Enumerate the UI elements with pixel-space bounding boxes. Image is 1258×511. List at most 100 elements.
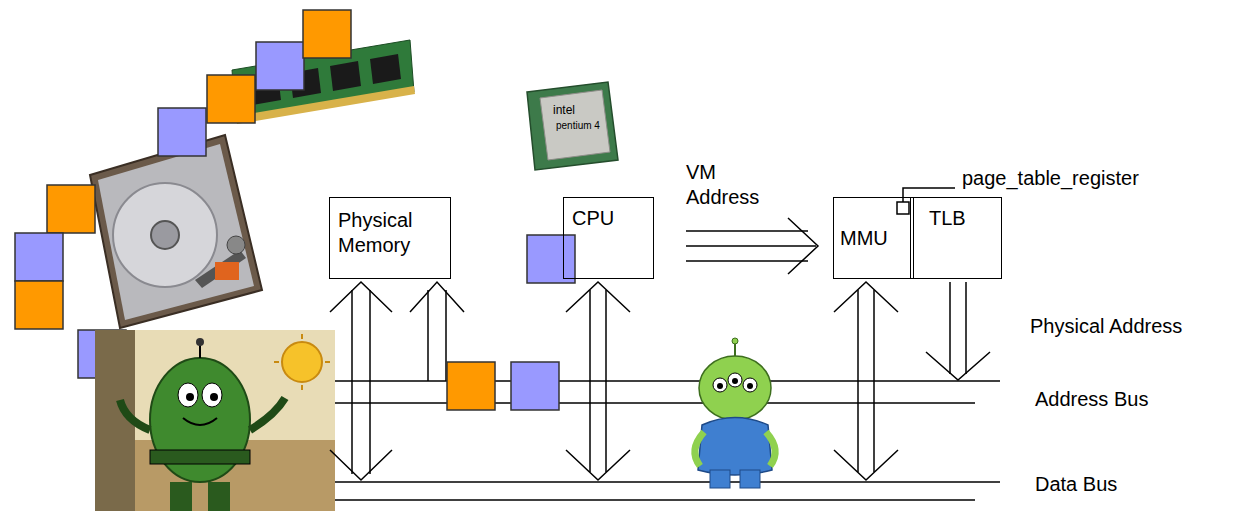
double-arrow — [965, 282, 967, 374]
alien-figure — [695, 338, 775, 488]
arrow-line — [686, 245, 816, 247]
alien-figure — [713, 378, 727, 392]
box-label: Physical Memory — [338, 208, 444, 258]
cartoon-scene — [325, 361, 330, 363]
double-arrow — [589, 290, 591, 472]
cartoon-scene — [208, 482, 230, 511]
cartoon-scene — [301, 334, 303, 339]
double-arrow — [873, 290, 875, 472]
cartoon-scene — [150, 450, 250, 464]
page-square — [207, 75, 255, 123]
double-arrow — [410, 282, 464, 312]
memory-box: Physical Memory — [329, 197, 451, 279]
cartoon-scene — [150, 358, 250, 482]
hard-disk — [227, 236, 245, 254]
double-arrow — [566, 282, 630, 312]
signal-label: Physical Address — [1030, 314, 1182, 339]
cartoon-scene — [178, 383, 198, 407]
box-label: MMU — [840, 226, 909, 251]
hard-disk — [195, 250, 246, 288]
alien-figure — [717, 383, 723, 389]
alien-figure — [740, 470, 760, 488]
page-square — [47, 185, 95, 233]
cartoon-scene — [183, 418, 217, 425]
bus-line — [335, 380, 1000, 382]
mmu-box: MMU — [833, 197, 914, 279]
double-arrow — [605, 290, 607, 472]
box-label: CPU — [572, 206, 647, 231]
cartoon-scene — [301, 385, 303, 390]
alien-figure — [698, 418, 772, 476]
bus-line — [335, 481, 1000, 483]
bus-label: Data Bus — [1035, 472, 1117, 497]
arrow-line — [686, 230, 808, 232]
cartoon-scene — [120, 400, 150, 430]
page-square — [447, 235, 575, 410]
hard-disk — [215, 262, 239, 280]
triple-arrow — [686, 218, 818, 274]
ram-module — [330, 61, 361, 91]
register-marker — [897, 202, 909, 214]
hard-disk — [151, 221, 179, 249]
cartoon-scene — [186, 393, 194, 401]
hard-disk — [90, 135, 262, 328]
bus-line — [335, 381, 1000, 500]
ram-module — [370, 54, 401, 84]
cpu-chip — [527, 82, 618, 170]
cpu-chip — [540, 90, 610, 160]
alien-figure — [747, 383, 753, 389]
page-square — [158, 108, 206, 156]
double-arrow — [949, 282, 951, 374]
double-arrow — [926, 352, 990, 380]
cpu-box: CPU — [563, 197, 654, 279]
arrow-line — [686, 260, 808, 262]
alien-figure — [734, 343, 736, 356]
cartoon-scene — [210, 393, 218, 401]
double-arrow — [330, 282, 392, 312]
arrow-head — [788, 218, 818, 274]
page-square — [15, 10, 351, 378]
cartoon-scene — [95, 330, 335, 511]
page-square — [447, 362, 495, 410]
alien-figure — [728, 373, 742, 387]
cartoon-scene — [95, 330, 335, 511]
page-square — [303, 10, 351, 58]
hard-disk — [98, 144, 254, 320]
double-arrow — [330, 282, 990, 480]
double-arrow — [351, 290, 353, 474]
cartoon-scene — [274, 361, 279, 363]
double-arrow — [566, 450, 630, 480]
page-square — [15, 233, 63, 281]
bus-label: Address Bus — [1035, 387, 1148, 412]
double-arrow — [330, 450, 392, 480]
register-label: page_table_register — [962, 166, 1139, 191]
page-square — [15, 281, 63, 329]
box-label: TLB — [929, 206, 995, 231]
hard-disk — [90, 135, 262, 328]
edge-label: VM Address — [686, 160, 781, 210]
cartoon-scene — [282, 342, 322, 382]
edge-layer — [686, 218, 818, 274]
chip-brand: intel — [553, 103, 575, 118]
alien-figure — [710, 470, 730, 488]
double-arrow — [369, 290, 371, 474]
chip-model: pentium 4 — [556, 120, 600, 133]
cartoon-scene — [250, 398, 285, 430]
bus-line — [335, 402, 975, 404]
alien-figure — [732, 378, 738, 384]
page-square — [527, 235, 575, 283]
double-arrow — [857, 290, 859, 472]
bus-line — [335, 499, 975, 501]
alien-figure — [732, 338, 738, 344]
alien-figure — [766, 432, 775, 466]
page-square — [511, 362, 559, 410]
hard-disk — [113, 183, 217, 287]
cartoon-scene — [196, 338, 204, 346]
cartoon-scene — [170, 482, 192, 511]
double-arrow — [427, 290, 429, 381]
alien-figure — [699, 356, 771, 420]
tlb-box: TLB — [910, 197, 1002, 279]
cartoon-scene — [274, 334, 330, 390]
